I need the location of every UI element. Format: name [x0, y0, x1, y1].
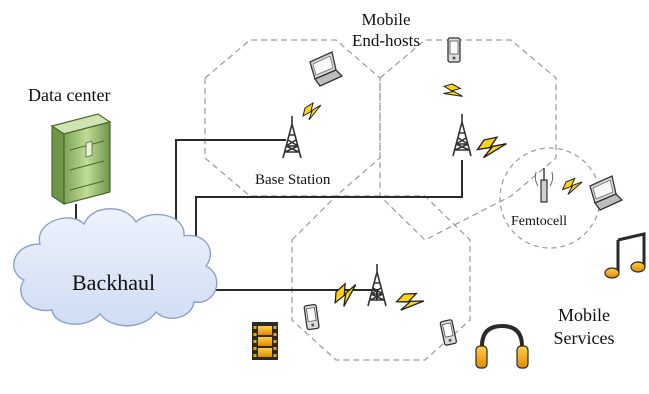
- mobile-services-line2: Services: [553, 328, 615, 348]
- lightning-bolt-icon: [474, 131, 509, 165]
- lightning-bolt-icon: [393, 286, 426, 319]
- music-note-icon: [604, 232, 646, 279]
- laptop-icon: [309, 51, 343, 87]
- mobile-services-label: Mobile Services: [544, 304, 624, 350]
- data-center-label: Data center: [28, 85, 111, 105]
- base-station-label: Base Station: [255, 172, 331, 188]
- lightning-bolt-icon: [302, 102, 322, 121]
- femtocell-label: Femtocell: [511, 214, 567, 229]
- smartphone-icon: [303, 303, 320, 331]
- laptop-icon: [589, 175, 623, 211]
- lightning-bolt-icon: [440, 79, 465, 105]
- mobile-services-line1: Mobile: [558, 305, 610, 325]
- cloud-icon: [13, 208, 218, 327]
- lightning-bolt-icon: [331, 281, 360, 309]
- lightning-bolt-icon: [561, 176, 584, 198]
- backhaul-label: Backhaul: [72, 270, 156, 295]
- mobile-end-hosts-label: Mobile End-hosts: [346, 9, 426, 51]
- hex-cell-right: [379, 39, 557, 241]
- film-strip-icon: [252, 322, 278, 360]
- server-rack-icon: [50, 113, 112, 206]
- smartphone-icon: [439, 318, 458, 347]
- cell-tower-icon: [282, 115, 302, 159]
- femtocell-antenna-icon: [534, 168, 554, 203]
- cell-tower-icon: [452, 113, 472, 157]
- headphones-icon: [475, 323, 529, 369]
- smartphone-icon: [447, 37, 461, 63]
- cell-tower-icon: [367, 263, 387, 307]
- mobile-end-hosts-line1: Mobile: [361, 10, 411, 29]
- mobile-end-hosts-line2: End-hosts: [352, 31, 420, 50]
